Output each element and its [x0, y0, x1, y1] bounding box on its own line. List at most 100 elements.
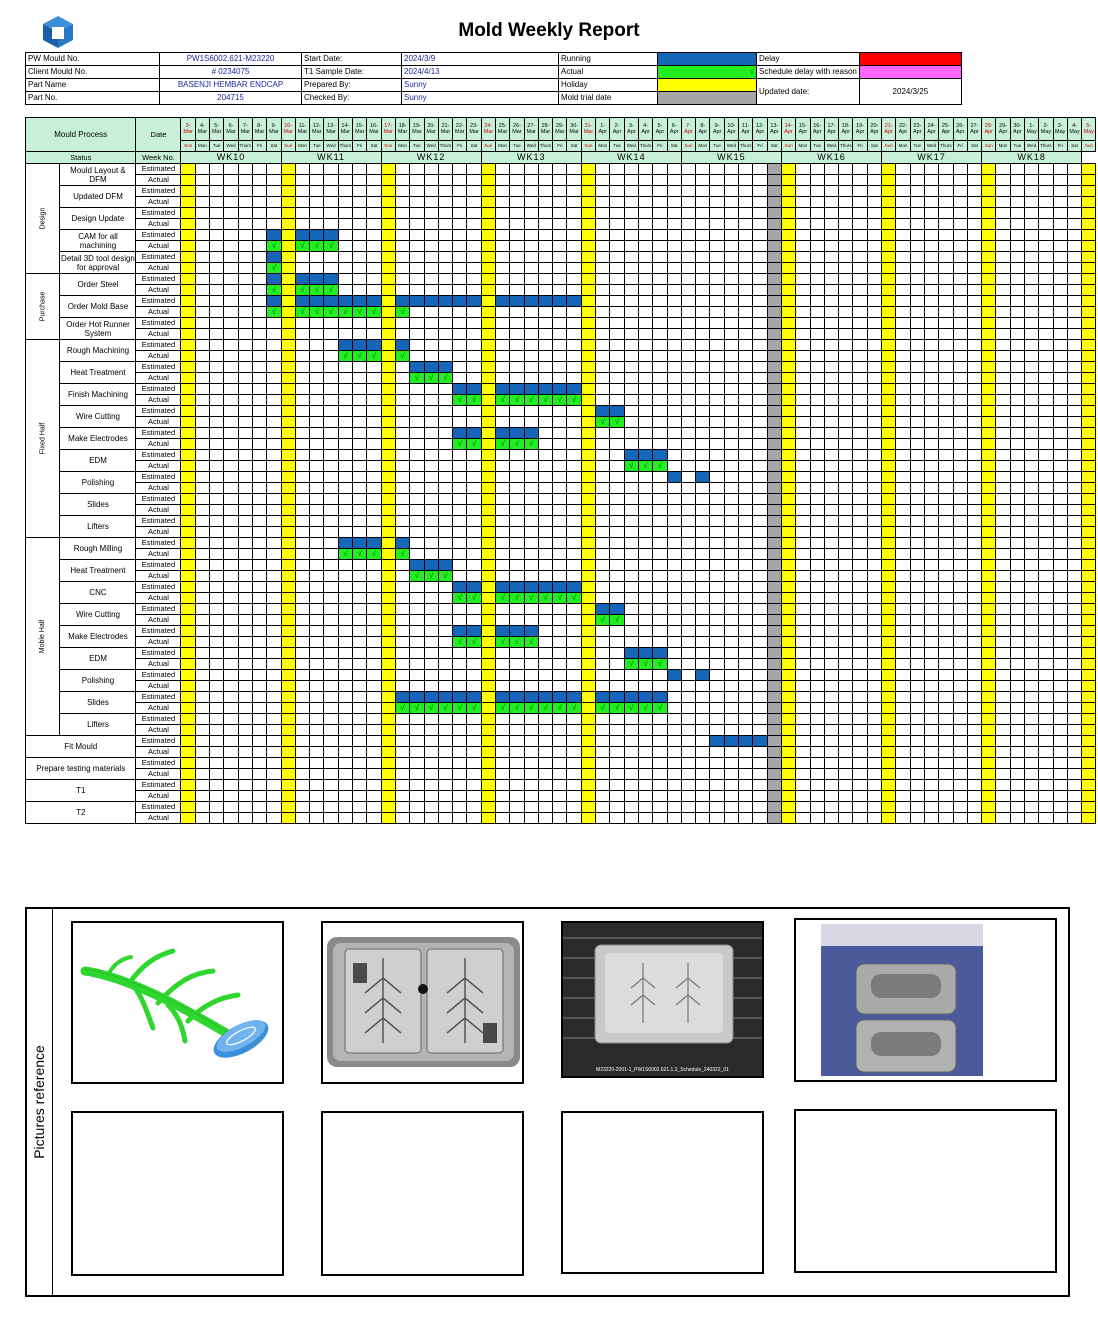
schedule-cell — [695, 427, 711, 439]
schedule-cell — [1009, 185, 1025, 197]
picture-box-6 — [321, 1111, 524, 1276]
schedule-cell — [580, 218, 597, 230]
schedule-cell — [695, 570, 711, 582]
schedule-cell — [938, 636, 954, 648]
schedule-cell — [766, 658, 782, 670]
schedule-cell — [881, 603, 897, 615]
schedule-cell — [838, 504, 854, 516]
schedule-cell — [309, 812, 325, 824]
schedule-cell — [423, 306, 439, 318]
schedule-cell — [723, 273, 740, 285]
schedule-cell — [237, 196, 253, 208]
schedule-cell — [766, 636, 782, 648]
updated-date-value: 2024/3/25 — [858, 78, 962, 105]
schedule-cell — [809, 295, 825, 307]
schedule-cell — [609, 471, 625, 483]
schedule-cell — [823, 416, 840, 428]
schedule-cell — [409, 647, 425, 659]
schedule-cell — [852, 207, 868, 219]
schedule-cell — [1081, 328, 1097, 340]
schedule-cell — [237, 713, 253, 725]
schedule-cell — [709, 482, 725, 494]
schedule-cell — [780, 185, 797, 197]
schedule-cell: √ — [266, 240, 282, 252]
schedule-cell — [909, 405, 925, 417]
schedule-cell — [352, 295, 368, 307]
schedule-cell — [1038, 350, 1054, 362]
schedule-cell — [294, 317, 311, 329]
schedule-cell: √ — [509, 394, 525, 406]
schedule-cell — [795, 757, 811, 769]
schedule-cell — [780, 515, 797, 527]
schedule-cell — [738, 746, 754, 758]
schedule-cell — [380, 273, 396, 285]
schedule-cell — [809, 394, 825, 406]
schedule-cell — [623, 504, 639, 516]
schedule-cell — [780, 570, 797, 582]
schedule-cell — [938, 548, 954, 560]
schedule-cell — [866, 702, 883, 714]
schedule-cell — [266, 757, 282, 769]
schedule-cell — [680, 185, 697, 197]
schedule-cell — [1009, 471, 1025, 483]
schedule-cell — [823, 504, 840, 516]
schedule-cell — [895, 427, 911, 439]
schedule-cell — [809, 680, 825, 692]
schedule-cell — [680, 757, 697, 769]
schedule-cell — [866, 240, 883, 252]
schedule-cell — [1081, 262, 1097, 274]
actual-label: Actual — [135, 394, 182, 406]
day-header: 4-Apr — [637, 117, 654, 141]
schedule-cell — [366, 449, 382, 461]
actual-label: Actual — [135, 548, 182, 560]
schedule-cell — [766, 317, 782, 329]
checked-by-label: Checked By: — [301, 91, 402, 105]
schedule-cell — [952, 757, 968, 769]
schedule-cell — [895, 625, 911, 637]
schedule-cell — [452, 768, 468, 780]
schedule-cell — [881, 471, 897, 483]
estimated-label: Estimated — [135, 295, 182, 307]
schedule-cell — [823, 482, 840, 494]
schedule-cell — [1023, 295, 1040, 307]
schedule-cell — [566, 262, 582, 274]
schedule-cell — [237, 163, 253, 175]
schedule-cell — [1052, 702, 1068, 714]
schedule-cell — [566, 350, 582, 362]
schedule-cell — [494, 482, 511, 494]
schedule-cell — [1081, 669, 1097, 681]
schedule-cell — [537, 163, 554, 175]
schedule-cell — [1038, 724, 1054, 736]
day-header: 24-Mar — [480, 117, 497, 141]
schedule-cell — [1052, 658, 1068, 670]
schedule-cell — [380, 284, 396, 296]
schedule-cell — [180, 515, 196, 527]
schedule-cell — [623, 251, 639, 263]
schedule-cell — [723, 339, 740, 351]
schedule-cell — [494, 273, 511, 285]
schedule-cell — [866, 647, 883, 659]
schedule-cell — [680, 482, 697, 494]
schedule-cell — [595, 658, 611, 670]
schedule-cell — [437, 405, 454, 417]
day-header: 15-Apr — [795, 117, 811, 141]
schedule-cell — [752, 482, 768, 494]
schedule-cell — [394, 735, 411, 747]
schedule-cell — [838, 570, 854, 582]
schedule-cell — [194, 482, 211, 494]
schedule-cell — [223, 757, 239, 769]
schedule-cell — [380, 724, 396, 736]
schedule-cell — [1052, 724, 1068, 736]
process-name: Wire Cutting — [59, 405, 137, 428]
schedule-cell — [823, 581, 840, 593]
schedule-cell — [738, 306, 754, 318]
schedule-cell — [723, 482, 740, 494]
schedule-cell — [251, 328, 268, 340]
schedule-cell — [294, 196, 311, 208]
schedule-cell — [981, 592, 997, 604]
actual-label: Actual — [135, 570, 182, 582]
schedule-cell — [981, 427, 997, 439]
schedule-cell — [423, 460, 439, 472]
weekday-header: Sat — [266, 140, 282, 152]
schedule-cell — [695, 416, 711, 428]
